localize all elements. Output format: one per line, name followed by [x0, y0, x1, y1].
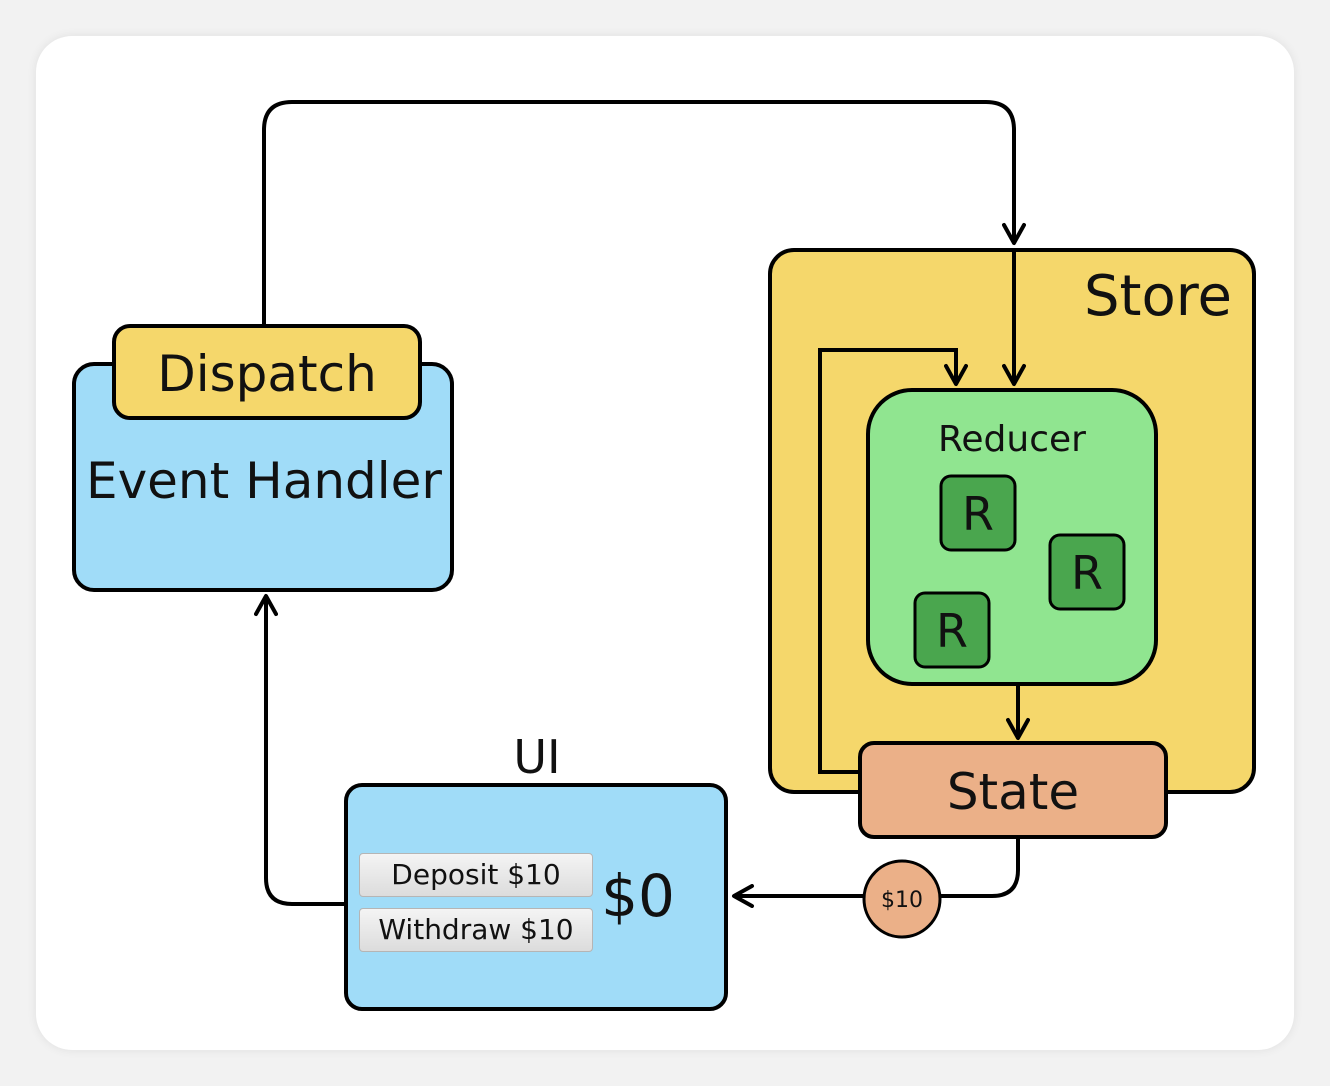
ui-label: UI [513, 730, 560, 784]
reducer-item-label: R [962, 487, 994, 541]
dispatch-to-reducer-arrow [262, 100, 1026, 326]
dispatch-label: Dispatch [157, 345, 377, 403]
deposit-button[interactable]: Deposit $10 [359, 853, 593, 897]
reducer-item [913, 591, 991, 669]
state-to-reducer-loop-arrow [818, 348, 968, 774]
ui-box [344, 783, 728, 1011]
state-payload-badge [862, 859, 942, 939]
balance-display: $0 [601, 862, 675, 930]
store-label: Store [1084, 264, 1232, 329]
dispatch-box [112, 324, 422, 420]
reducer-item [939, 474, 1017, 552]
state-to-ui-arrow [732, 837, 1020, 908]
reducer-label: Reducer [938, 419, 1086, 460]
state-payload-label: $10 [881, 888, 923, 913]
reducer-item-label: R [936, 604, 968, 658]
reducer-item-label: R [1071, 546, 1103, 600]
event-handler-label: Event Handler [86, 452, 442, 510]
state-box [858, 741, 1168, 839]
ui-to-event-handler-arrow [254, 594, 346, 906]
state-label: State [947, 763, 1079, 821]
reducer-item [1048, 533, 1126, 611]
withdraw-button[interactable]: Withdraw $10 [359, 908, 593, 952]
